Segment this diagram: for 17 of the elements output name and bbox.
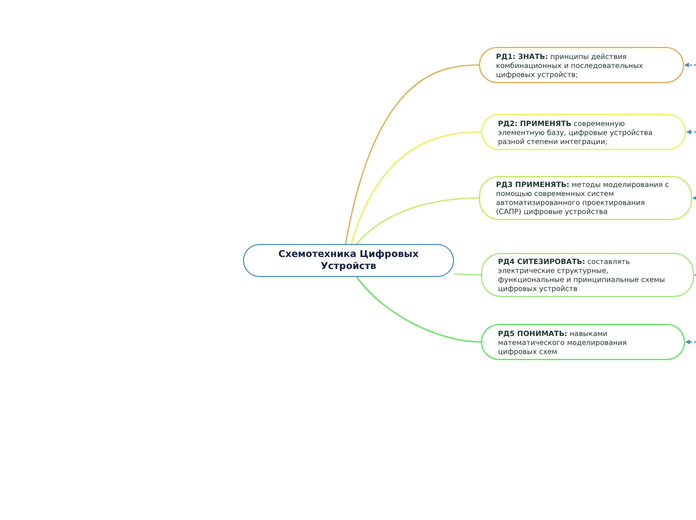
subtopic-box bbox=[481, 253, 694, 297]
branch-line bbox=[350, 131, 482, 244]
subtopic-box bbox=[481, 114, 686, 150]
dashed-arrow bbox=[684, 62, 696, 68]
subtopic-box bbox=[481, 324, 685, 360]
dashed-arrow bbox=[692, 196, 696, 200]
branch-line bbox=[356, 197, 480, 244]
branch-line bbox=[356, 276, 482, 343]
topic-title: Схемотехника Цифровых Устройств bbox=[277, 248, 420, 272]
subtopic-box bbox=[479, 176, 692, 220]
dashed-arrow bbox=[694, 272, 696, 278]
dashed-arrow bbox=[685, 340, 696, 344]
branch-line bbox=[454, 273, 482, 276]
central-topic-box bbox=[243, 244, 454, 277]
dashed-arrow bbox=[686, 130, 696, 134]
subtopic-box bbox=[479, 47, 684, 83]
branch-line bbox=[345, 64, 480, 244]
